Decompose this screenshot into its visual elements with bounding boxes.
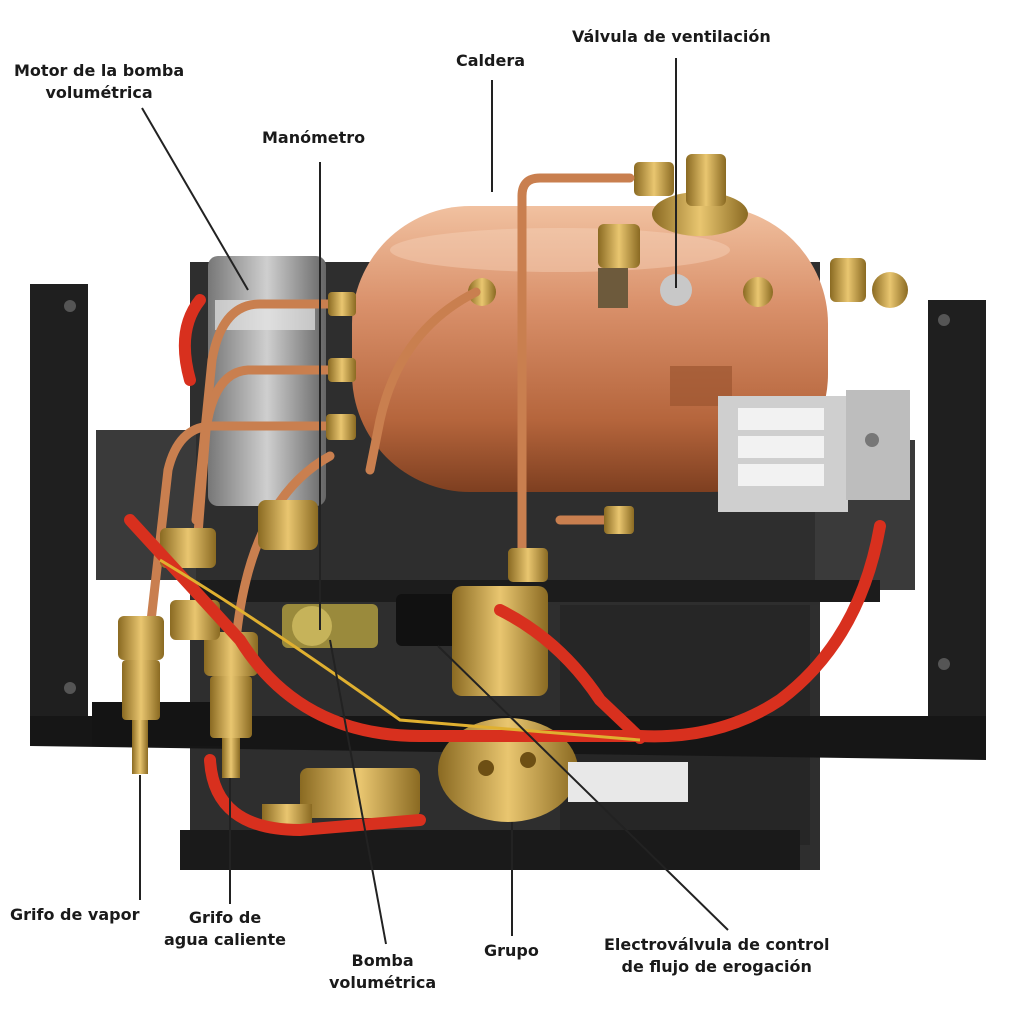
label-bomba-line2: volumétrica bbox=[329, 973, 437, 992]
label-electrovalvula-line2: de flujo de erogación bbox=[621, 957, 812, 976]
label-grifo-agua: Grifo de agua caliente bbox=[164, 907, 286, 951]
label-grifo-agua-line1: Grifo de bbox=[188, 908, 262, 927]
label-motor-bomba: Motor de la bomba volumétrica bbox=[14, 60, 184, 104]
label-manometro: Manómetro bbox=[262, 127, 365, 149]
label-motor-bomba-line2: volumétrica bbox=[45, 83, 153, 102]
label-electrovalvula: Electroválvula de control de flujo de er… bbox=[604, 934, 829, 978]
label-grupo-text: Grupo bbox=[484, 941, 539, 960]
boiler bbox=[352, 154, 908, 492]
solenoid-and-group bbox=[396, 586, 688, 822]
wiring bbox=[124, 294, 886, 837]
label-electrovalvula-line1: Electroválvula de control bbox=[604, 935, 830, 954]
leader-lines bbox=[139, 58, 729, 945]
terminal-block bbox=[718, 390, 910, 512]
pipe-fittings bbox=[160, 292, 634, 582]
label-grifo-agua-line2: agua caliente bbox=[164, 930, 286, 949]
label-grifo-vapor: Grifo de vapor bbox=[10, 904, 139, 926]
label-motor-bomba-line1: Motor de la bomba bbox=[14, 61, 185, 80]
label-grupo: Grupo bbox=[484, 940, 539, 962]
label-valvula-ventilacion-text: Válvula de ventilación bbox=[572, 27, 771, 46]
label-caldera-text: Caldera bbox=[456, 51, 526, 70]
copper-pipes bbox=[145, 173, 635, 645]
label-caldera: Caldera bbox=[456, 50, 525, 72]
label-bomba-line1: Bomba bbox=[351, 951, 414, 970]
label-manometro-text: Manómetro bbox=[262, 128, 366, 147]
label-valvula-ventilacion: Válvula de ventilación bbox=[572, 26, 771, 48]
label-grifo-vapor-text: Grifo de vapor bbox=[10, 905, 140, 924]
label-bomba: Bomba volumétrica bbox=[329, 950, 436, 994]
